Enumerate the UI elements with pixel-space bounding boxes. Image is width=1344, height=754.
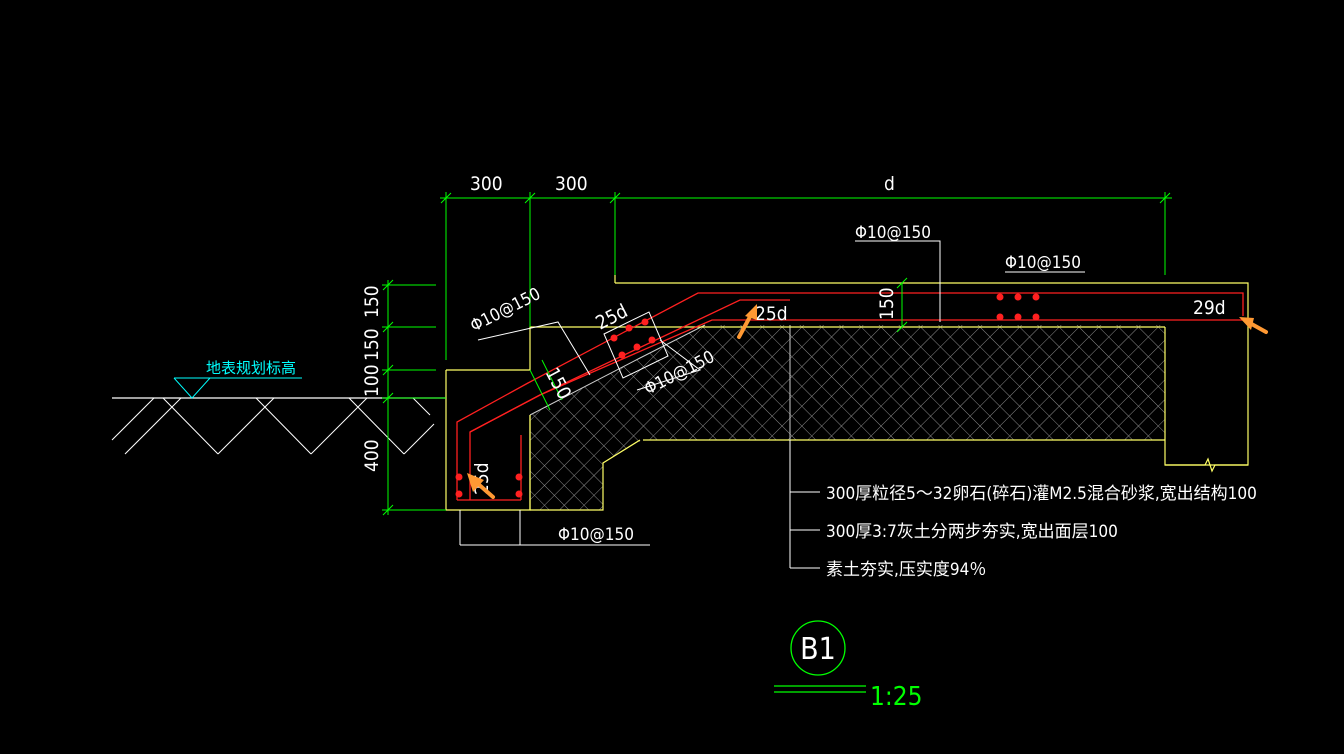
dim-left-1: 150 [361,285,383,318]
top-dimension [440,192,1172,360]
ground: 地表规划标高 [111,359,446,455]
highlight-arrows [467,304,1268,499]
label-29d: 29d [1193,297,1226,319]
dim-top-2: 300 [555,173,588,195]
layer-2: 300厚3:7灰土分两步夯实,宽出面层100 [826,522,1118,542]
arrow-icon [467,473,495,499]
concrete-outline [445,275,1249,511]
arrow-icon [737,304,757,339]
arrow-icon [1239,317,1268,334]
inner-vertical-dim [896,277,908,333]
rebar-dots [455,293,1040,498]
dim-left-2: 150 [361,328,383,361]
title-code: B1 [800,632,836,667]
rebar-lower-long [469,319,1245,433]
layer-3: 素土夯实,压实度94％ [826,560,986,580]
dim-top-3: d [884,173,895,195]
label-rebar-bottom: Φ10@150 [558,525,634,545]
label-rebar-right: Φ10@150 [1005,253,1081,273]
dim-left-3: 100 [361,364,383,397]
title-scale: 1:25 [870,682,923,712]
ground-level-marker: 地表规划标高 [173,359,302,399]
ground-hatch [111,397,435,455]
label-rebar-slope: Φ10@150 [467,284,544,336]
leaders [459,240,1085,569]
layer-1: 300厚粒径5～32卵石(碎石)灌M2.5混合砂浆,宽出结构100 [826,484,1257,504]
label-25d-a: 25d [592,300,631,334]
dim-left-4: 400 [361,439,383,472]
dim-inner-150: 150 [876,287,898,320]
left-dimension [382,279,446,516]
stirrup-box [603,311,669,379]
dim-top-1: 300 [470,173,503,195]
ground-level-label: 地表规划标高 [206,359,296,377]
title-circle [790,620,846,676]
label-rebar-top: Φ10@150 [855,223,931,243]
detail-title: B1 1:25 [774,620,923,712]
label-25d-b: 25d [755,303,788,325]
slope-dim [529,359,563,411]
